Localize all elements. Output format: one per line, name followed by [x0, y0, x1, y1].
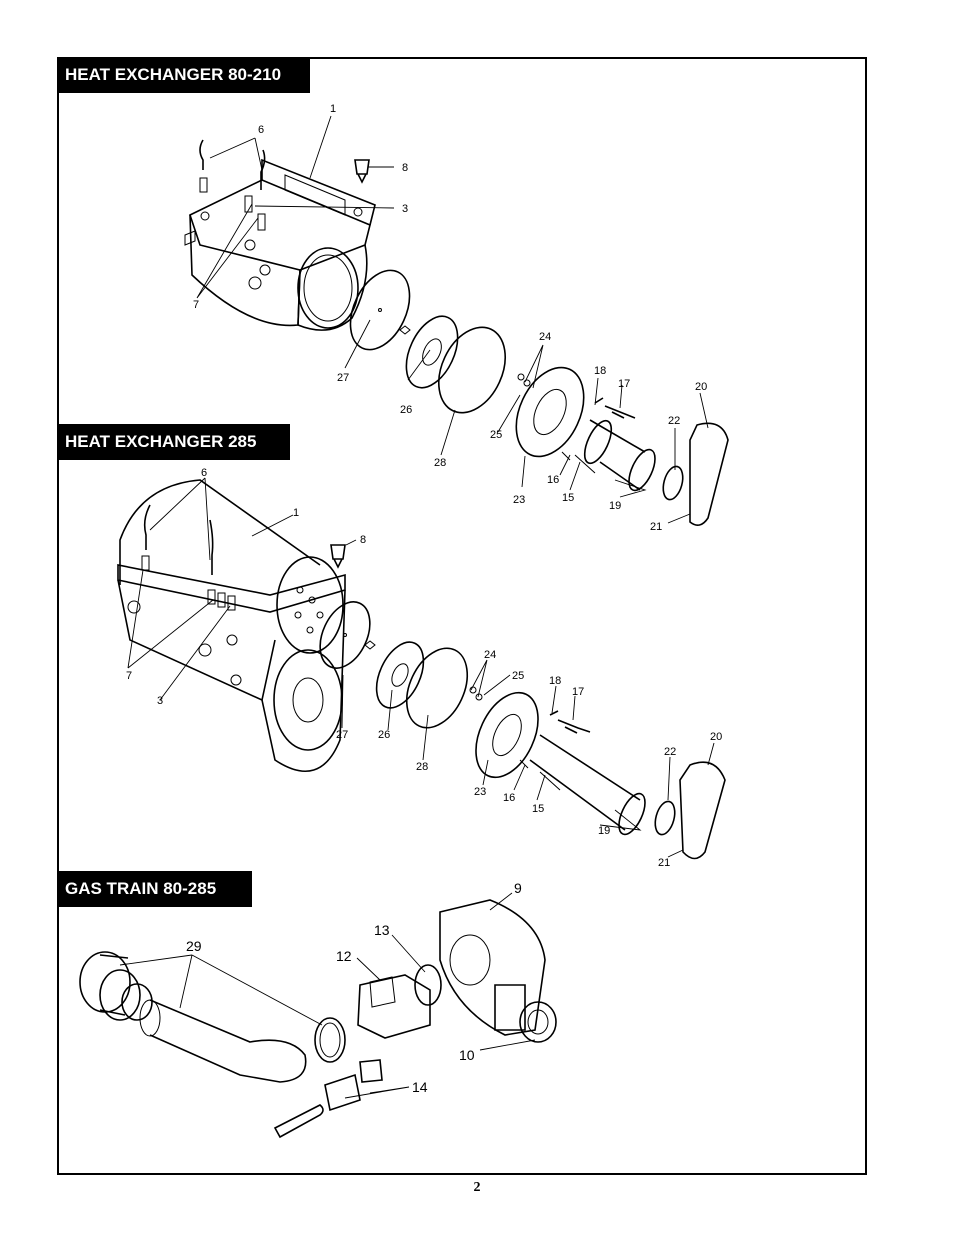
hx285-leader-lines	[127, 477, 715, 858]
hx210-sensors	[199, 139, 370, 231]
callout: 9	[514, 880, 522, 896]
callout: 23	[474, 786, 486, 798]
callout: 27	[337, 372, 349, 384]
callout: 3	[157, 695, 163, 707]
callout: 16	[547, 474, 559, 486]
gas-train-parts	[79, 899, 557, 1139]
callout: 18	[549, 675, 561, 687]
callout: 6	[201, 467, 207, 479]
page-number: 2	[473, 1180, 481, 1195]
callout: 15	[532, 803, 544, 815]
hx210-burner-parts	[349, 269, 729, 526]
callout: 23	[513, 494, 525, 506]
callout: 8	[360, 534, 366, 546]
callout: 28	[416, 761, 428, 773]
callout: 13	[374, 922, 390, 938]
callout: 14	[412, 1079, 428, 1095]
callout: 10	[459, 1047, 475, 1063]
callout: 17	[572, 686, 584, 698]
callout: 19	[609, 500, 621, 512]
gas-train-callouts: 29 12 13 9 10 14	[186, 880, 522, 1095]
callout: 22	[664, 746, 676, 758]
callout: 22	[668, 415, 680, 427]
callout: 7	[126, 670, 132, 682]
callout: 18	[594, 365, 606, 377]
callout: 24	[484, 649, 496, 661]
callout: 16	[503, 792, 515, 804]
callout: 1	[293, 507, 299, 519]
section-title-gas-train: GAS TRAIN 80-285	[57, 871, 252, 907]
callout: 26	[400, 404, 412, 416]
callout: 1	[330, 103, 336, 115]
diagram-frame	[57, 57, 867, 1175]
callout: 20	[710, 731, 722, 743]
callout: 15	[562, 492, 574, 504]
hx285-sensors	[141, 504, 346, 611]
callout: 24	[539, 331, 551, 343]
callout: 3	[402, 203, 408, 215]
callout: 20	[695, 381, 707, 393]
callout: 8	[402, 162, 408, 174]
callout: 27	[336, 729, 348, 741]
section-title-hx285: HEAT EXCHANGER 285	[57, 424, 290, 460]
callout: 25	[512, 670, 524, 682]
callout: 6	[258, 124, 264, 136]
hx210-leader-lines	[196, 115, 709, 524]
hx210-callouts: 1 6 8 3 7 27 26 28 24 25 23 18 17 16 15 …	[193, 103, 707, 533]
hx285-callouts: 6 1 8 7 3 27 26 28 24 25 23 18 17 16 15 …	[126, 467, 722, 869]
callout: 17	[618, 378, 630, 390]
hx210-heat-exchanger-body	[184, 158, 376, 331]
callout: 7	[193, 299, 199, 311]
callout: 19	[598, 825, 610, 837]
hx285-burner-parts	[319, 601, 726, 860]
callout: 25	[490, 429, 502, 441]
callout: 12	[336, 948, 352, 964]
hx285-heat-exchanger-body	[117, 479, 346, 772]
gas-train-leader-lines	[119, 892, 536, 1099]
section-title-hx210: HEAT EXCHANGER 80-210	[57, 57, 310, 93]
callout: 21	[650, 521, 662, 533]
callout: 21	[658, 857, 670, 869]
callout: 28	[434, 457, 446, 469]
callout: 26	[378, 729, 390, 741]
callout: 29	[186, 938, 202, 954]
